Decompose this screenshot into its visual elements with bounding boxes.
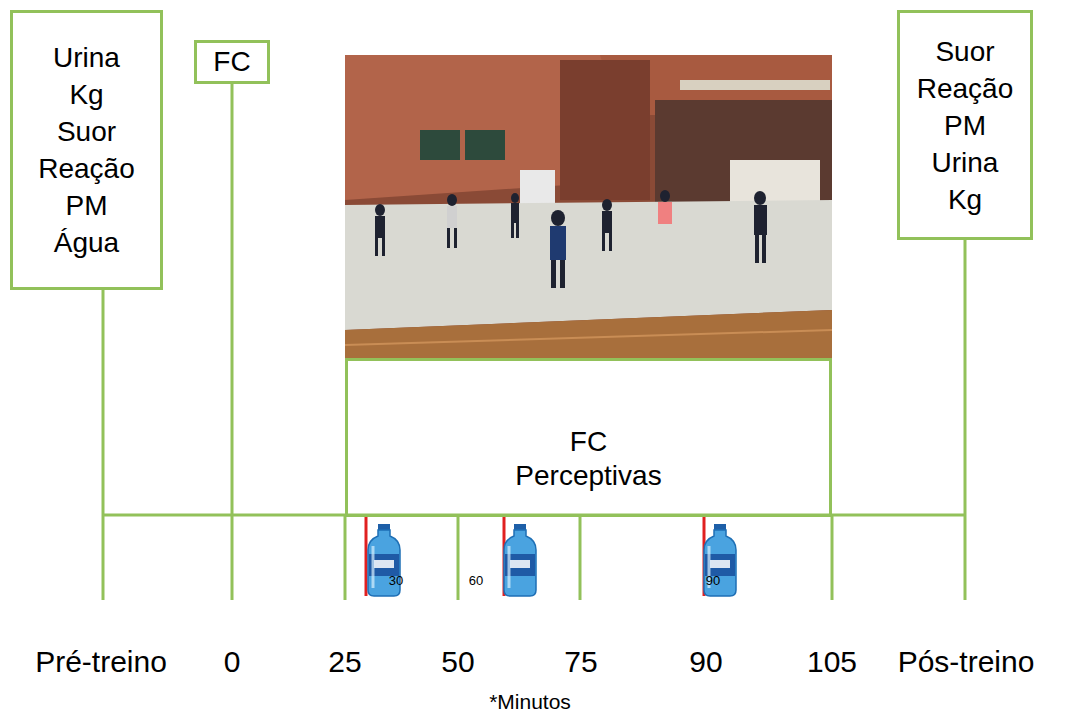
axis-label: 105 [807, 645, 857, 678]
node-text: Kg [948, 181, 982, 218]
axis-label: Pré-treino [35, 645, 167, 678]
node-text: Perceptivas [515, 459, 661, 493]
node-text: Reação [917, 70, 1014, 107]
node-text: FC [213, 46, 250, 78]
gym-photo [345, 55, 832, 358]
node-text: Suor [935, 33, 994, 70]
minute-mark: 90 [706, 574, 720, 588]
training-band: FCPerceptivas [345, 358, 832, 517]
measure-box: SuorReaçãoPMUrinaKg [897, 10, 1033, 240]
node-text: Kg [69, 76, 103, 113]
axis-label: 25 [328, 645, 361, 678]
measure-box: UrinaKgSuorReaçãoPMÁgua [10, 10, 163, 290]
timeline-lines [103, 78, 965, 600]
minute-mark: 60 [469, 574, 483, 588]
water-marks [366, 517, 704, 596]
node-text: Urina [932, 144, 999, 181]
axis-label: 0 [224, 645, 241, 678]
axis-unit: *Minutos [489, 690, 571, 713]
minute-mark: 30 [389, 574, 403, 588]
axis-label: 90 [689, 645, 722, 678]
water-bottles [368, 524, 736, 596]
node-text: PM [944, 107, 986, 144]
node-text: Urina [53, 39, 120, 76]
node-text: Água [54, 224, 119, 261]
axis-label: 50 [441, 645, 474, 678]
measure-box: FC [194, 40, 270, 84]
node-text: Suor [57, 113, 116, 150]
axis-label: 75 [564, 645, 597, 678]
node-text: Reação [38, 150, 135, 187]
node-text: PM [66, 187, 108, 224]
axis-label: Pós-treino [898, 645, 1035, 678]
node-text: FC [570, 425, 607, 459]
